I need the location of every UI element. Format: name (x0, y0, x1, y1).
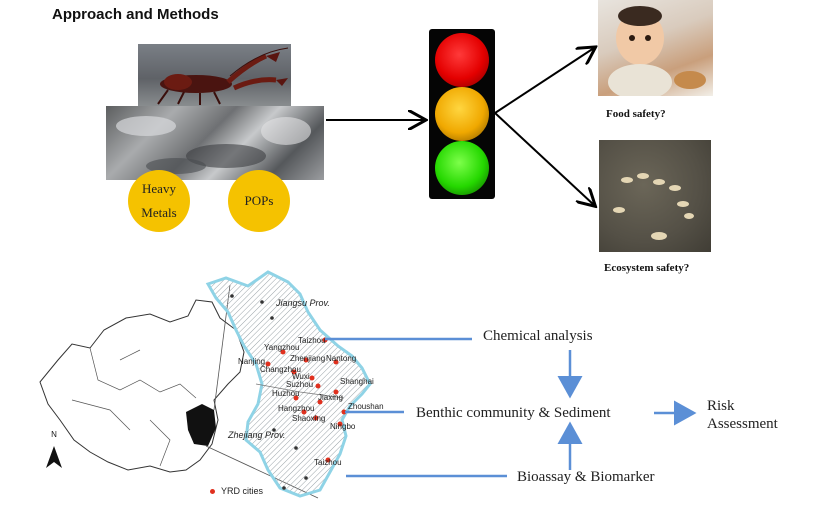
arrow-to-food-safety (494, 48, 594, 114)
map-legend: YRD cities (210, 486, 263, 496)
city-label-shanghai: Shanghai (340, 377, 374, 386)
bioassay-biomarker-label: Bioassay & Biomarker (517, 469, 655, 485)
pops-circle: POPs (228, 170, 290, 232)
legend-label: YRD cities (221, 486, 264, 496)
pops-label: POPs (244, 193, 274, 208)
city-label-wuxi: Wuxi (292, 372, 310, 381)
city-label-changzhou: Changzhou (260, 365, 301, 374)
heavy-metals-label-line1: Heavy (142, 181, 176, 196)
china-map (39, 299, 245, 473)
heavy-metals-circle: Heavy Metals (128, 170, 190, 232)
risk-assessment-line2: Assessment (707, 416, 778, 432)
city-label-zhenjiang: Zhenjiang (290, 354, 326, 363)
city-label-jiaxing: Jiaxing (318, 393, 343, 402)
arrow-to-ecosystem-safety (494, 112, 594, 205)
city-label-shaoxing: Shaoxing (292, 414, 326, 423)
green-light (435, 141, 489, 195)
city-label-suzhou: Suzhou (286, 380, 314, 389)
north-arrow-icon (46, 446, 62, 468)
traffic-light (429, 29, 495, 199)
page-title: Approach and Methods (52, 6, 219, 23)
crayfish-photo (138, 44, 291, 107)
zhejiang-province-label: Zhejiang Prov. (228, 430, 286, 440)
risk-assessment-line1: Risk (707, 398, 735, 414)
city-label-yangzhou: Yangzhou (264, 343, 300, 352)
city-dots (265, 337, 347, 463)
north-label: N (51, 430, 57, 439)
city-label-taizhou-north: Taizhou (298, 336, 326, 345)
city-label-ningbo: Ningbo (330, 422, 356, 431)
yellow-light (435, 87, 489, 141)
sediment-photo (106, 106, 324, 180)
yrd-zoom-map (205, 270, 372, 498)
yrd-region-highlight (186, 404, 216, 446)
red-light (435, 33, 489, 87)
city-label-nanjing: Nanjing (238, 357, 266, 366)
ecosystem-safety-caption: Ecosystem safety? (604, 262, 690, 274)
crayfish-pond-photo (599, 140, 711, 252)
baby-photo (598, 0, 713, 96)
benthic-community-label: Benthic community & Sediment (416, 405, 611, 421)
city-label-nantong: Nantong (326, 354, 357, 363)
chemical-analysis-label: Chemical analysis (483, 328, 593, 344)
city-label-huzhou: Huzhou (272, 389, 300, 398)
city-label-taizhou-south: Taizhou (314, 458, 342, 467)
city-label-hangzhou: Hangzhou (278, 404, 315, 413)
city-label-zhoushan: Zhoushan (348, 402, 384, 411)
heavy-metals-label-line2: Metals (141, 205, 177, 220)
risk-assessment-label: Risk Assessment (707, 397, 807, 433)
jiangsu-province-label: Jiangsu Prov. (276, 298, 330, 308)
food-safety-caption: Food safety? (606, 108, 666, 120)
legend-dot-icon (210, 488, 215, 494)
